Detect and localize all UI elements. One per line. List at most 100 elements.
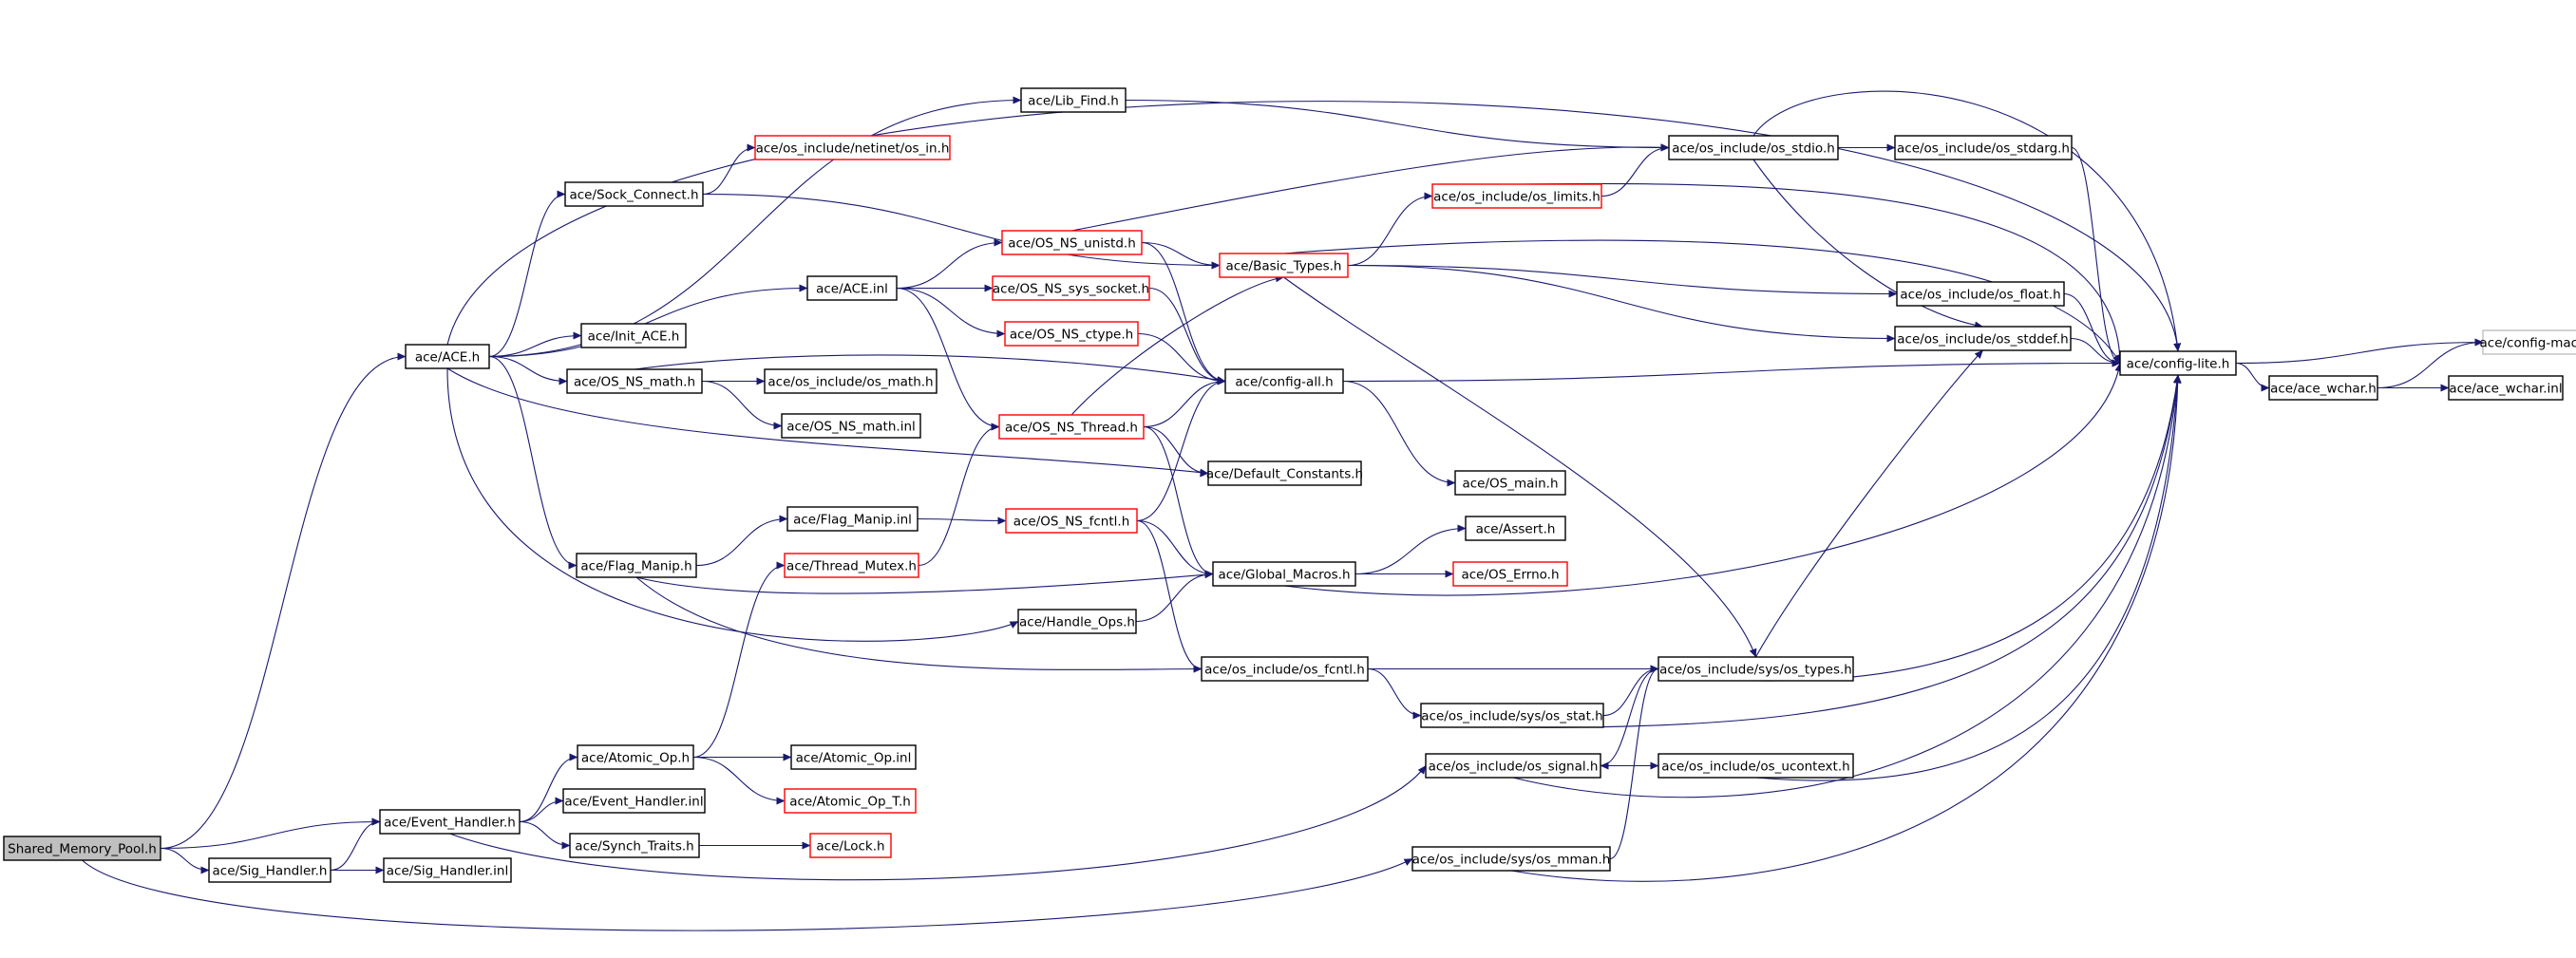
node-global-macros-h[interactable]: ace/Global_Macros.h [1212,561,1356,587]
node-box[interactable] [1207,460,1362,486]
node-os-errno-h[interactable]: ace/OS_Errno.h [1452,561,1568,587]
node-box[interactable] [1411,846,1611,872]
node-init-ace-h[interactable]: ace/Init_ACE.h [580,323,687,348]
node-sig-handler-inl[interactable]: ace/Sig_Handler.inl [383,857,512,883]
node-os-limits-h[interactable]: ace/os_include/os_limits.h [1431,183,1602,209]
node-os-float-h[interactable]: ace/os_include/os_float.h [1896,281,2065,307]
node-os-ns-fcntl-h[interactable]: ace/OS_NS_fcntl.h [1005,508,1138,534]
node-box[interactable] [580,323,687,348]
node-box[interactable] [754,135,951,160]
node-box[interactable] [998,414,1145,440]
node-os-signal-h[interactable]: ace/os_include/os_signal.h [1425,753,1601,779]
node-os-fcntl-h[interactable]: ace/os_include/os_fcntl.h [1201,656,1369,682]
node-box[interactable] [379,809,521,835]
node-sock-connect-h[interactable]: ace/Sock_Connect.h [564,181,704,207]
node-os-ns-unistd-h[interactable]: ace/OS_NS_unistd.h [1001,230,1143,255]
node-box[interactable] [1219,253,1349,278]
node-config-all-h[interactable]: ace/config-all.h [1224,368,1344,394]
node-box[interactable] [790,744,917,770]
node-sig-handler-h[interactable]: ace/Sig_Handler.h [208,857,331,883]
node-box[interactable] [576,553,697,578]
node-flag-manip-inl[interactable]: ace/Flag_Manip.inl [786,506,919,532]
node-atomic-op-h[interactable]: ace/Atomic_Op.h [577,744,694,770]
node-ace-h[interactable]: ace/ACE.h [405,344,490,369]
node-handle-ops-h[interactable]: ace/Handle_Ops.h [1017,609,1137,634]
node-root[interactable]: Shared_Memory_Pool.h [3,836,161,861]
node-box[interactable] [1465,516,1566,541]
node-os-stdio-h[interactable]: ace/os_include/os_stdio.h [1668,135,1839,160]
node-box[interactable] [569,833,700,858]
node-box[interactable] [566,368,703,394]
node-config-lite-h[interactable]: ace/config-lite.h [2119,350,2237,376]
node-event-handler-h[interactable]: ace/Event_Handler.h [379,809,521,835]
node-box[interactable] [1020,87,1127,113]
node-box[interactable] [2482,329,2576,355]
node-box[interactable] [1212,561,1356,587]
node-ace-wchar-inl[interactable]: ace/ace_wchar.inl [2448,375,2564,401]
node-box[interactable] [383,857,512,883]
node-box[interactable] [1668,135,1839,160]
node-os-ucontext-h[interactable]: ace/os_include/os_ucontext.h [1657,753,1854,779]
node-box[interactable] [2119,350,2237,376]
node-os-stddef-h[interactable]: ace/os_include/os_stddef.h [1894,326,2072,351]
node-os-math-h[interactable]: ace/os_include/os_math.h [764,368,938,394]
node-box[interactable] [577,744,694,770]
node-box[interactable] [562,788,706,814]
node-box[interactable] [3,836,161,861]
node-flag-manip-h[interactable]: ace/Flag_Manip.h [576,553,697,578]
node-box[interactable] [1894,135,2073,160]
node-box[interactable] [1657,753,1854,779]
node-box[interactable] [806,275,898,301]
node-thread-mutex-h[interactable]: ace/Thread_Mutex.h [784,553,919,578]
node-box[interactable] [784,788,917,814]
node-box[interactable] [1425,753,1601,779]
node-box[interactable] [1001,230,1143,255]
node-box[interactable] [1452,561,1568,587]
node-atomic-op-t-h[interactable]: ace/Atomic_Op_T.h [784,788,917,814]
node-config-macros-h[interactable]: ace/config-macros.h [2480,329,2576,355]
node-ace-inl[interactable]: ace/ACE.inl [806,275,898,301]
node-box[interactable] [405,344,490,369]
node-os-ns-sys-socket-h[interactable]: ace/OS_NS_sys_socket.h [992,275,1150,301]
node-event-handler-inl[interactable]: ace/Event_Handler.inl [562,788,706,814]
node-box[interactable] [2268,375,2378,401]
node-os-types-h[interactable]: ace/os_include/sys/os_types.h [1657,656,1854,682]
node-box[interactable] [786,506,919,532]
node-box[interactable] [1420,703,1604,728]
node-os-in-h[interactable]: ace/os_include/netinet/os_in.h [754,135,951,160]
node-box[interactable] [564,181,704,207]
node-assert-h[interactable]: ace/Assert.h [1465,516,1566,541]
node-box[interactable] [1224,368,1344,394]
node-box[interactable] [784,553,919,578]
node-os-main-h[interactable]: ace/OS_main.h [1454,470,1566,496]
node-os-ns-math-inl[interactable]: ace/OS_NS_math.inl [781,413,921,439]
node-box[interactable] [809,833,892,858]
node-basic-types-h[interactable]: ace/Basic_Types.h [1219,253,1349,278]
node-synch-traits-h[interactable]: ace/Synch_Traits.h [569,833,700,858]
node-box[interactable] [1201,656,1369,682]
node-ace-wchar-h[interactable]: ace/ace_wchar.h [2268,375,2378,401]
node-os-stdarg-h[interactable]: ace/os_include/os_stdarg.h [1894,135,2073,160]
node-box[interactable] [1896,281,2065,307]
node-atomic-op-inl[interactable]: ace/Atomic_Op.inl [790,744,917,770]
node-os-mman-h[interactable]: ace/os_include/sys/os_mman.h [1411,846,1611,872]
node-default-constants-h[interactable]: ace/Default_Constants.h [1206,460,1363,486]
node-os-stat-h[interactable]: ace/os_include/sys/os_stat.h [1420,703,1604,728]
node-box[interactable] [1657,656,1854,682]
node-box[interactable] [208,857,331,883]
node-box[interactable] [781,413,921,439]
node-box[interactable] [1005,508,1138,534]
node-box[interactable] [1454,470,1566,496]
node-box[interactable] [2448,375,2564,401]
node-box[interactable] [1004,321,1139,347]
node-os-ns-math-h[interactable]: ace/OS_NS_math.h [566,368,703,394]
node-lib-find-h[interactable]: ace/Lib_Find.h [1020,87,1127,113]
node-lock-h[interactable]: ace/Lock.h [809,833,892,858]
node-box[interactable] [1017,609,1137,634]
node-box[interactable] [1431,183,1602,209]
node-box[interactable] [1894,326,2072,351]
node-box[interactable] [992,275,1150,301]
node-os-ns-thread-h[interactable]: ace/OS_NS_Thread.h [998,414,1145,440]
node-box[interactable] [764,368,938,394]
node-os-ns-ctype-h[interactable]: ace/OS_NS_ctype.h [1004,321,1139,347]
